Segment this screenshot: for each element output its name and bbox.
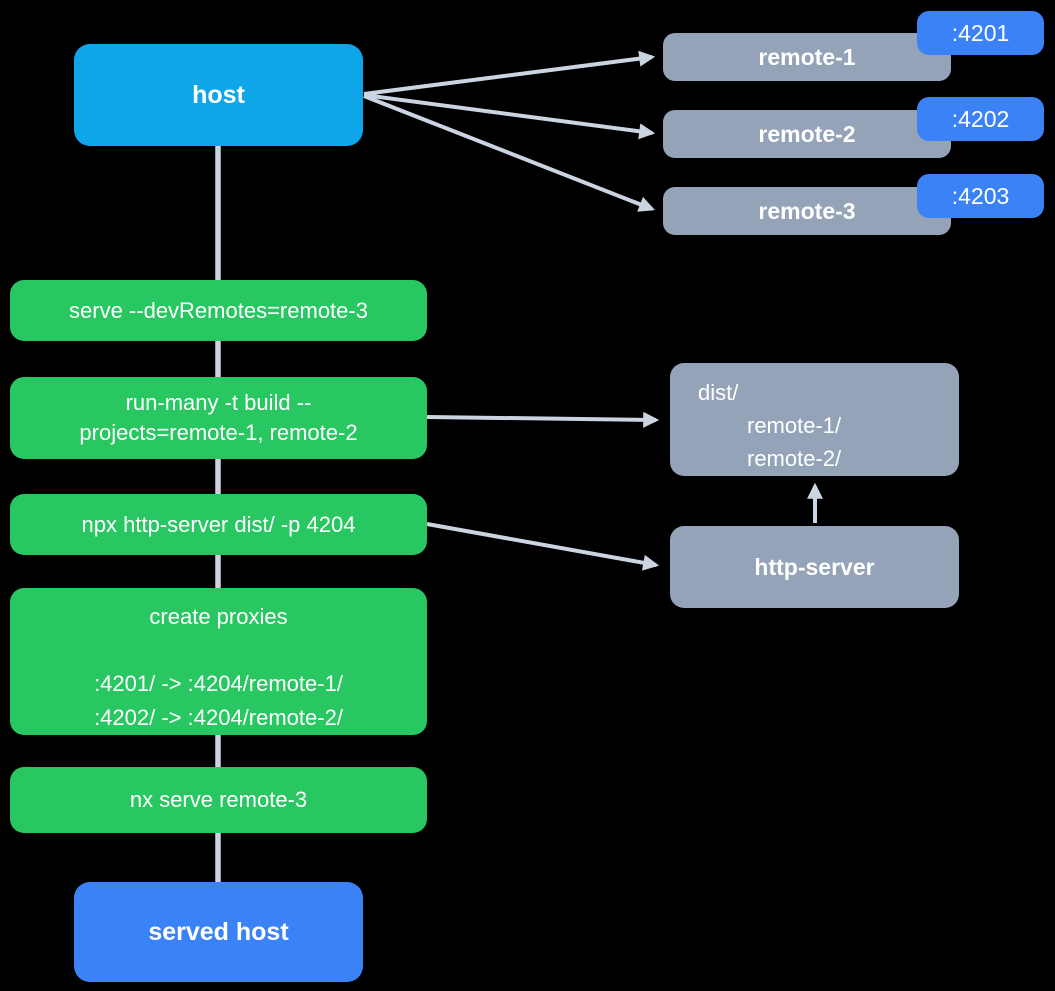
port-4201-label: :4201: [951, 19, 1010, 46]
proxy-rule-2: :4202/ -> :4204/remote-2/: [94, 705, 343, 730]
command-nx-serve-remote-3: nx serve remote-3: [10, 767, 427, 833]
port-badge-4203: :4203: [917, 174, 1044, 218]
dist-root-line: dist/: [698, 380, 739, 405]
arrow-build-to-dist: [426, 411, 660, 428]
command-serve-text: serve --devRemotes=remote-3: [69, 297, 368, 323]
host-node: host: [74, 44, 363, 146]
proxy-rule-1: :4201/ -> :4204/remote-1/: [94, 671, 343, 696]
arrow-host-to-remote-2: [363, 93, 656, 140]
dist-remote-1-line: remote-1/: [747, 413, 842, 438]
arrow-host-to-remote-1: [363, 50, 656, 96]
command-npx-http-server-text: npx http-server dist/ -p 4204: [81, 511, 356, 537]
port-4203-label: :4203: [951, 182, 1010, 209]
remote-2-label: remote-2: [758, 120, 856, 147]
remote-3-label: remote-3: [758, 197, 856, 224]
remote-1-node: remote-1: [663, 33, 951, 81]
command-create-proxies: create proxies :4201/ -> :4204/remote-1/…: [10, 588, 427, 735]
host-label: host: [192, 80, 245, 109]
remote-2-node: remote-2: [663, 110, 951, 158]
dist-folder-node: dist/ remote-1/ remote-2/: [670, 363, 959, 476]
port-4202-label: :4202: [951, 105, 1010, 132]
http-server-label: http-server: [754, 553, 875, 580]
command-nx-serve-text: nx serve remote-3: [129, 787, 308, 812]
command-npx-http-server: npx http-server dist/ -p 4204: [10, 494, 427, 555]
served-host-label: served host: [148, 917, 289, 946]
served-host-node: served host: [74, 882, 363, 982]
dist-remote-2-line: remote-2/: [747, 446, 842, 471]
create-proxies-title: create proxies: [149, 604, 288, 629]
command-run-many-line-2: projects=remote-1, remote-2: [79, 420, 358, 445]
http-server-node: http-server: [670, 526, 959, 608]
arrow-host-to-remote-3: [363, 94, 655, 212]
remote-1-label: remote-1: [758, 43, 856, 70]
port-badge-4202: :4202: [917, 97, 1044, 141]
remote-3-node: remote-3: [663, 187, 951, 235]
command-run-many-build: run-many -t build -- projects=remote-1, …: [10, 377, 427, 459]
command-run-many-line-1: run-many -t build --: [125, 390, 312, 415]
arrow-command-to-http-server: [426, 522, 660, 571]
command-serve-dev-remotes: serve --devRemotes=remote-3: [10, 280, 427, 341]
port-badge-4201: :4201: [917, 11, 1044, 55]
